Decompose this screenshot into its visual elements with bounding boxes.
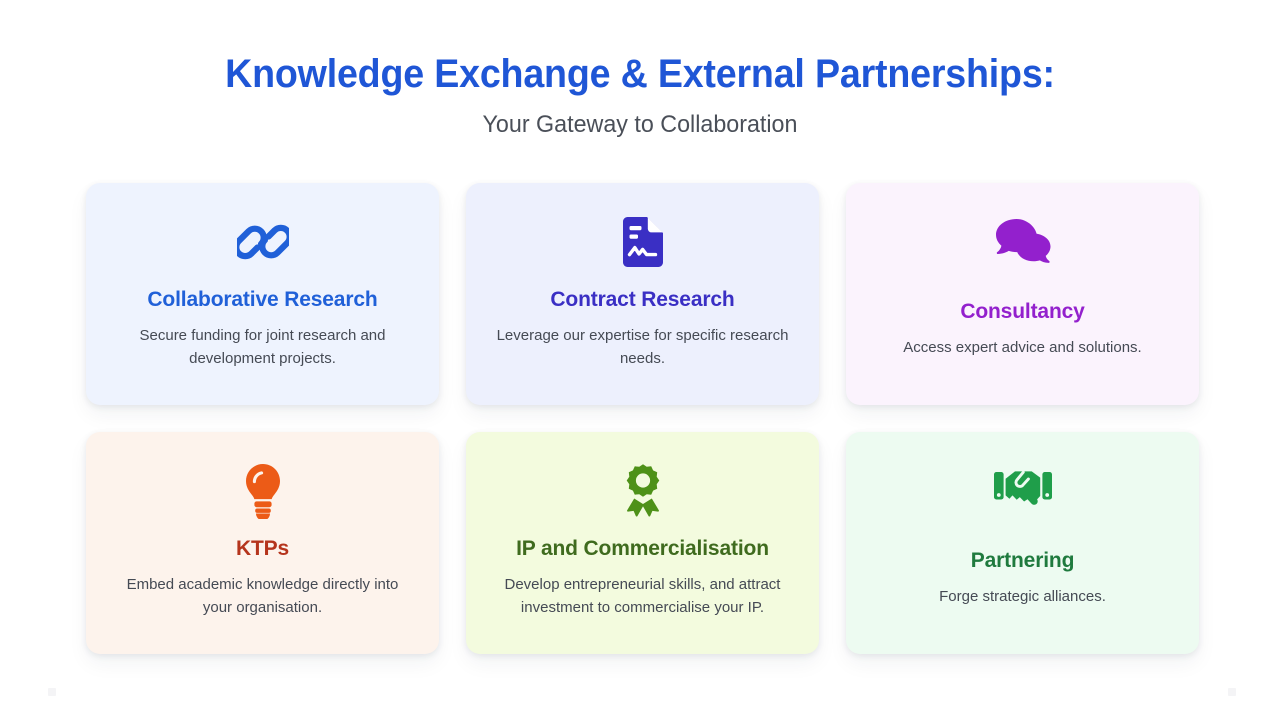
card-collaborative-research[interactable]: Collaborative Research Secure funding fo… (86, 183, 439, 405)
award-ribbon-icon (620, 463, 666, 519)
document-chart-icon (620, 214, 666, 270)
card-description: Access expert advice and solutions. (903, 339, 1142, 356)
page-artifact-right (1228, 688, 1236, 696)
card-description: Secure funding for joint research and de… (139, 327, 386, 367)
services-grid: Collaborative Research Secure funding fo… (86, 183, 1199, 654)
card-description: Leverage our expertise for specific rese… (496, 327, 789, 367)
card-title: Consultancy (960, 300, 1085, 323)
card-ip-commercialisation[interactable]: IP and Commercialisation Develop entrepr… (466, 432, 819, 654)
card-title: KTPs (235, 537, 290, 560)
handshake-icon (992, 463, 1054, 519)
page-header: Knowledge Exchange & External Partnershi… (0, 50, 1280, 140)
card-description: Develop entrepreneurial skills, and attr… (504, 576, 781, 616)
card-consultancy[interactable]: Consultancy Access expert advice and sol… (846, 183, 1199, 405)
speech-bubbles-icon (993, 214, 1053, 270)
page-title: Knowledge Exchange & External Partnershi… (225, 52, 1055, 96)
page-subtitle: Your Gateway to Collaboration (482, 111, 798, 138)
card-title: IP and Commercialisation (516, 537, 769, 560)
card-title: Collaborative Research (147, 288, 378, 311)
card-description: Forge strategic alliances. (939, 588, 1106, 605)
page-artifact-left (48, 688, 56, 696)
card-title: Contract Research (550, 288, 735, 311)
lightbulb-icon (244, 463, 282, 519)
card-description: Embed academic knowledge directly into y… (126, 576, 399, 616)
card-partnering[interactable]: Partnering Forge strategic alliances. (846, 432, 1199, 654)
card-title: Partnering (970, 549, 1075, 572)
chain-link-icon (236, 214, 289, 270)
card-contract-research[interactable]: Contract Research Leverage our expertise… (466, 183, 819, 405)
card-ktps[interactable]: KTPs Embed academic knowledge directly i… (86, 432, 439, 654)
